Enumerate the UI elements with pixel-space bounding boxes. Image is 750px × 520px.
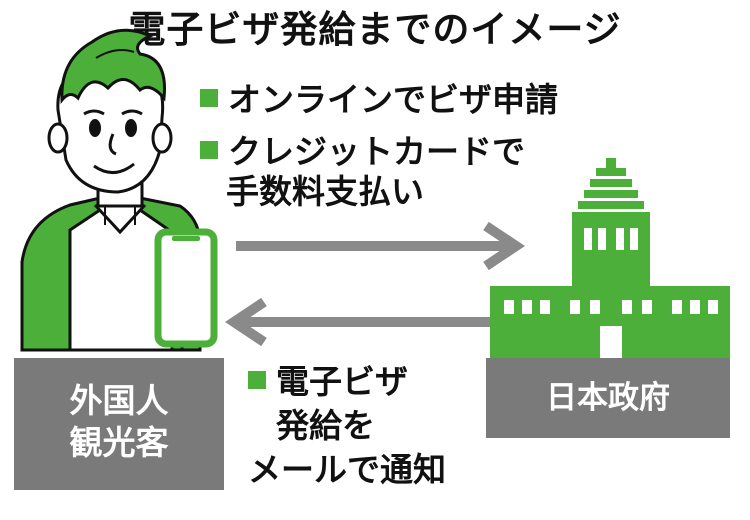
diagram-title: 電子ビザ発給までのイメージ: [128, 8, 622, 51]
actor-label-tourist: 外国人 観光客: [14, 358, 224, 490]
arrow-right-icon: [236, 221, 526, 271]
actor-label-government: 日本政府: [486, 358, 730, 438]
tourist-label-line1: 外国人: [69, 381, 169, 420]
step-card-payment: クレジットカードで 手数料支払い: [200, 132, 525, 212]
bullet-square-icon: [200, 141, 218, 159]
step-3-line3: メールで通知: [248, 450, 446, 489]
tourist-label-line2: 観光客: [69, 423, 169, 462]
step-2-line2: 手数料支払い: [226, 172, 424, 211]
step-2-line1: クレジットカードで: [228, 132, 525, 171]
smartphone-icon: [154, 228, 218, 348]
bullet-square-icon: [248, 371, 266, 389]
bullet-square-icon: [200, 89, 218, 107]
arrow-left-icon: [224, 297, 498, 347]
step-3-line2: 発給を: [276, 406, 375, 445]
step-1-text: オンラインでビザ申請: [228, 80, 558, 119]
step-online-application: オンラインでビザ申請: [200, 80, 558, 120]
parliament-building-icon: [490, 158, 730, 358]
step-3-line1: 電子ビザ: [276, 362, 408, 401]
step-email-notification: 電子ビザ 発給を メールで通知: [248, 360, 446, 492]
